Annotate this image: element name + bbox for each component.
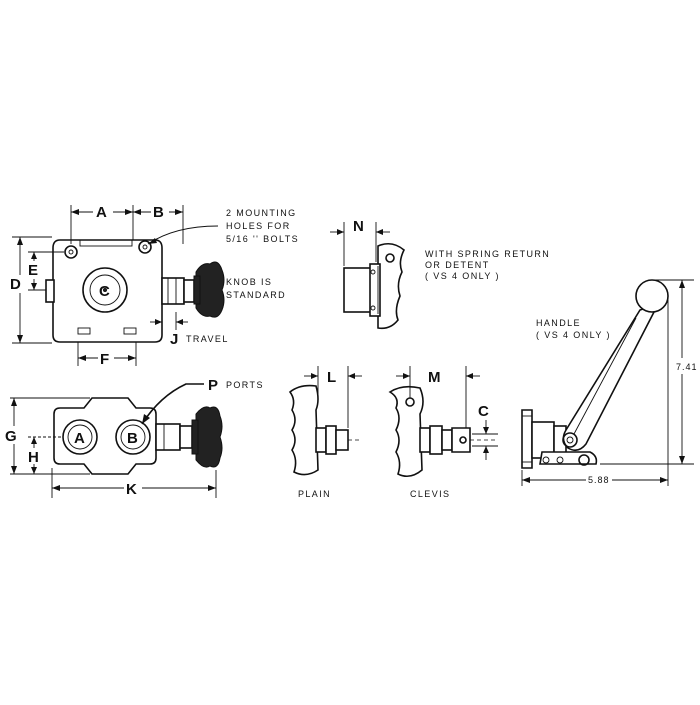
mounting-note-line2: HOLES FOR — [226, 221, 291, 231]
knob-note-line2: STANDARD — [226, 290, 286, 300]
dim-label-n: N — [353, 218, 364, 235]
dim-label-f: F — [100, 351, 109, 368]
mounting-note-line3: 5/16 '' BOLTS — [226, 234, 299, 244]
ports-note: PORTS — [226, 380, 264, 390]
dim-label-g: G — [5, 428, 17, 445]
dim-label-c-clevis: C — [478, 403, 489, 420]
mounting-hole-left — [64, 245, 78, 259]
handle-width-value: 5.88 — [588, 475, 610, 485]
spring-return-view — [343, 242, 405, 330]
handle-view-dimensions: 7.41 5.88 HANDLE ( VS 4 ONLY ) — [521, 279, 698, 486]
handle-note-line1: HANDLE — [536, 318, 581, 328]
knob-note-line1: KNOB IS — [226, 277, 272, 287]
valve-side-view: A B — [53, 397, 223, 475]
spring-view-dimensions: N WITH SPRING RETURN OR DETENT ( VS 4 ON… — [330, 218, 550, 281]
dim-label-b: B — [153, 204, 164, 221]
dim-label-k: K — [126, 481, 137, 498]
port-a-circle — [62, 419, 98, 455]
dim-label-e: E — [28, 262, 38, 279]
spring-note-line1: WITH SPRING RETURN — [425, 249, 550, 259]
port-label-b: B — [127, 430, 138, 447]
handle-height-value: 7.41 — [676, 362, 698, 372]
dim-label-c: C — [99, 283, 110, 300]
mounting-note-line1: 2 MOUNTING — [226, 208, 297, 218]
dim-label-h: H — [28, 449, 39, 466]
mounting-hole-right — [138, 240, 152, 254]
spring-note-line3: ( VS 4 ONLY ) — [425, 271, 500, 281]
dim-label-p: P — [208, 377, 218, 394]
center-port — [82, 267, 128, 313]
port-label-a: A — [74, 430, 85, 447]
plain-end-view — [288, 384, 362, 476]
clevis-view-dimensions: M C CLEVIS — [396, 366, 498, 499]
travel-note: TRAVEL — [186, 334, 229, 344]
spring-note-line2: OR DETENT — [425, 260, 490, 270]
handle-view — [521, 279, 669, 469]
dim-label-l: L — [327, 369, 336, 386]
clevis-end-view — [388, 385, 496, 478]
handle-note-line2: ( VS 4 ONLY ) — [536, 330, 611, 340]
valve-top-view — [45, 239, 225, 343]
clevis-caption: CLEVIS — [410, 489, 450, 499]
dim-label-d: D — [10, 276, 21, 293]
top-view-dimensions: A B D E F J TRAVEL C — [10, 203, 299, 368]
plain-caption: PLAIN — [298, 489, 331, 499]
handle-ball — [635, 279, 669, 313]
dim-label-a: A — [96, 204, 107, 221]
side-view-dimensions: G H K P PORTS — [4, 377, 264, 498]
dim-label-m: M — [428, 369, 441, 386]
port-b-circle — [115, 419, 151, 455]
plain-view-dimensions: L PLAIN — [298, 366, 362, 499]
dim-label-j: J — [170, 331, 178, 348]
